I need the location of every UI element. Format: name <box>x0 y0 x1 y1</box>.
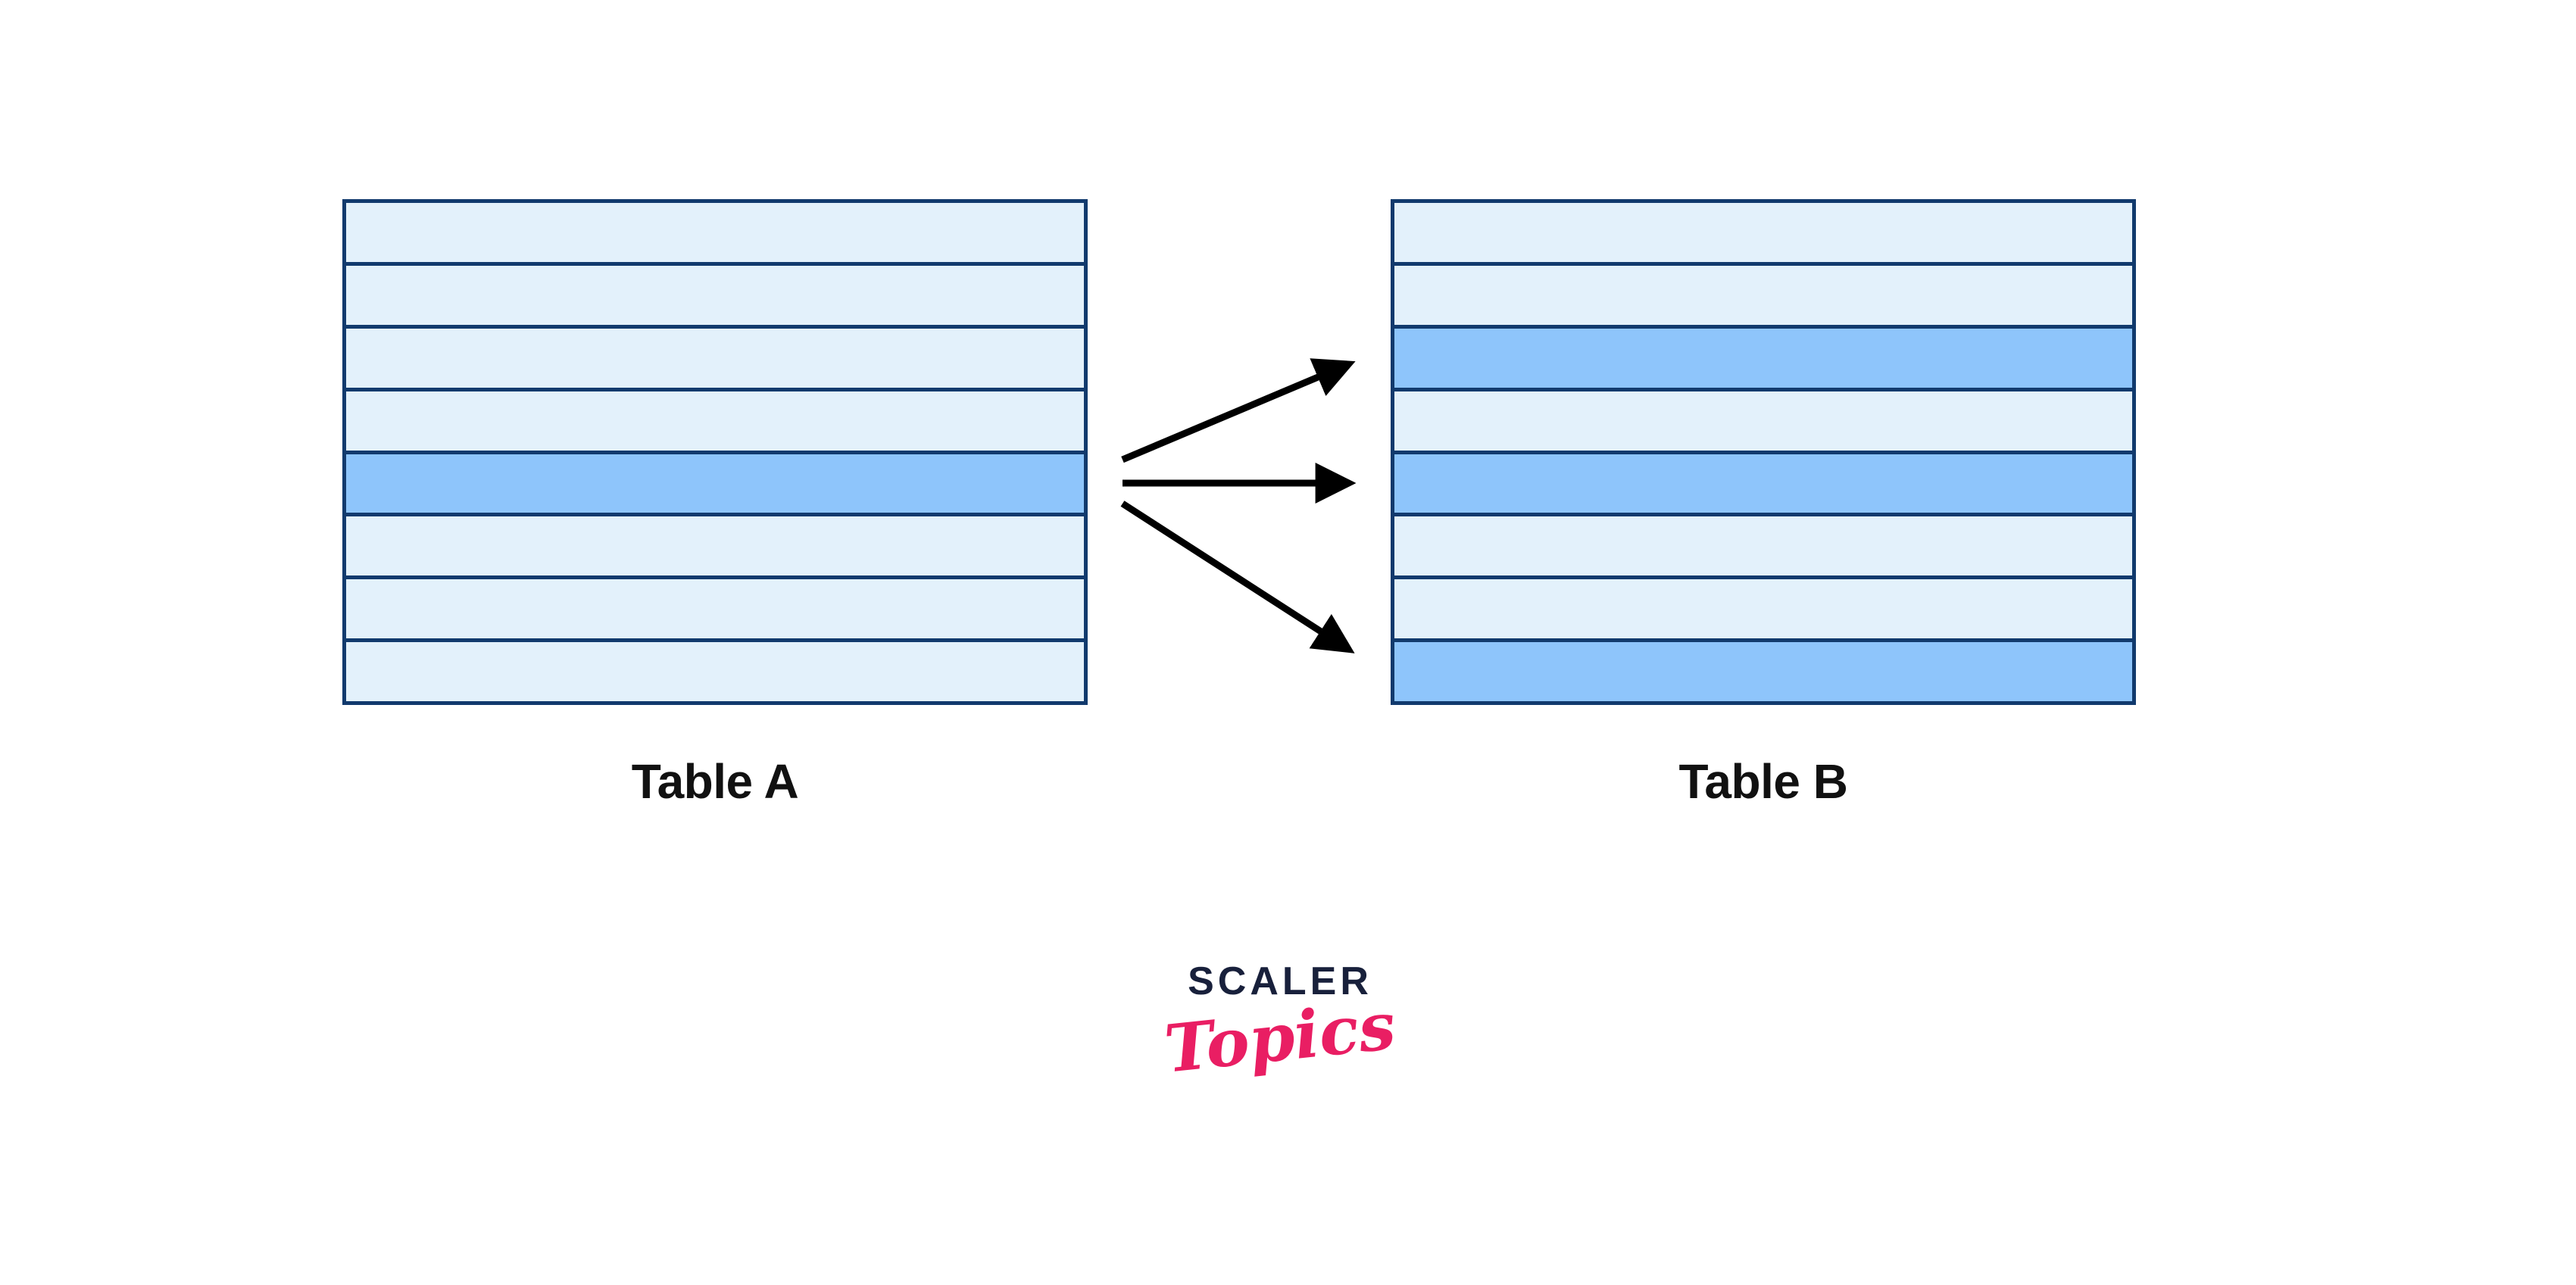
table-row-highlighted <box>1394 454 2132 517</box>
table-row <box>346 265 1084 329</box>
table-b-caption: Table B <box>1678 754 1848 809</box>
table-row <box>346 203 1084 266</box>
table-row <box>346 328 1084 391</box>
table-row <box>346 391 1084 454</box>
table-row <box>346 579 1084 643</box>
table-row <box>1394 516 2132 580</box>
table-row <box>1394 203 2132 266</box>
table-row <box>346 642 1084 701</box>
table-row <box>1394 579 2132 643</box>
table-a-caption: Table A <box>631 754 799 809</box>
table-row <box>1394 391 2132 454</box>
table-b <box>1391 199 2136 705</box>
table-row <box>346 516 1084 580</box>
logo-wordmark-text: SCALER <box>1188 959 1372 1003</box>
logo-script-text: Topics <box>1160 987 1399 1088</box>
arrow-upper <box>1121 358 1356 463</box>
table-row-highlighted <box>1394 642 2132 701</box>
table-row <box>1394 265 2132 329</box>
table-a <box>342 199 1088 705</box>
arrow-lower <box>1120 501 1355 653</box>
scaler-topics-logo: SCALER Topics <box>1121 962 1439 1151</box>
table-row-highlighted <box>346 454 1084 517</box>
table-row-highlighted <box>1394 328 2132 391</box>
